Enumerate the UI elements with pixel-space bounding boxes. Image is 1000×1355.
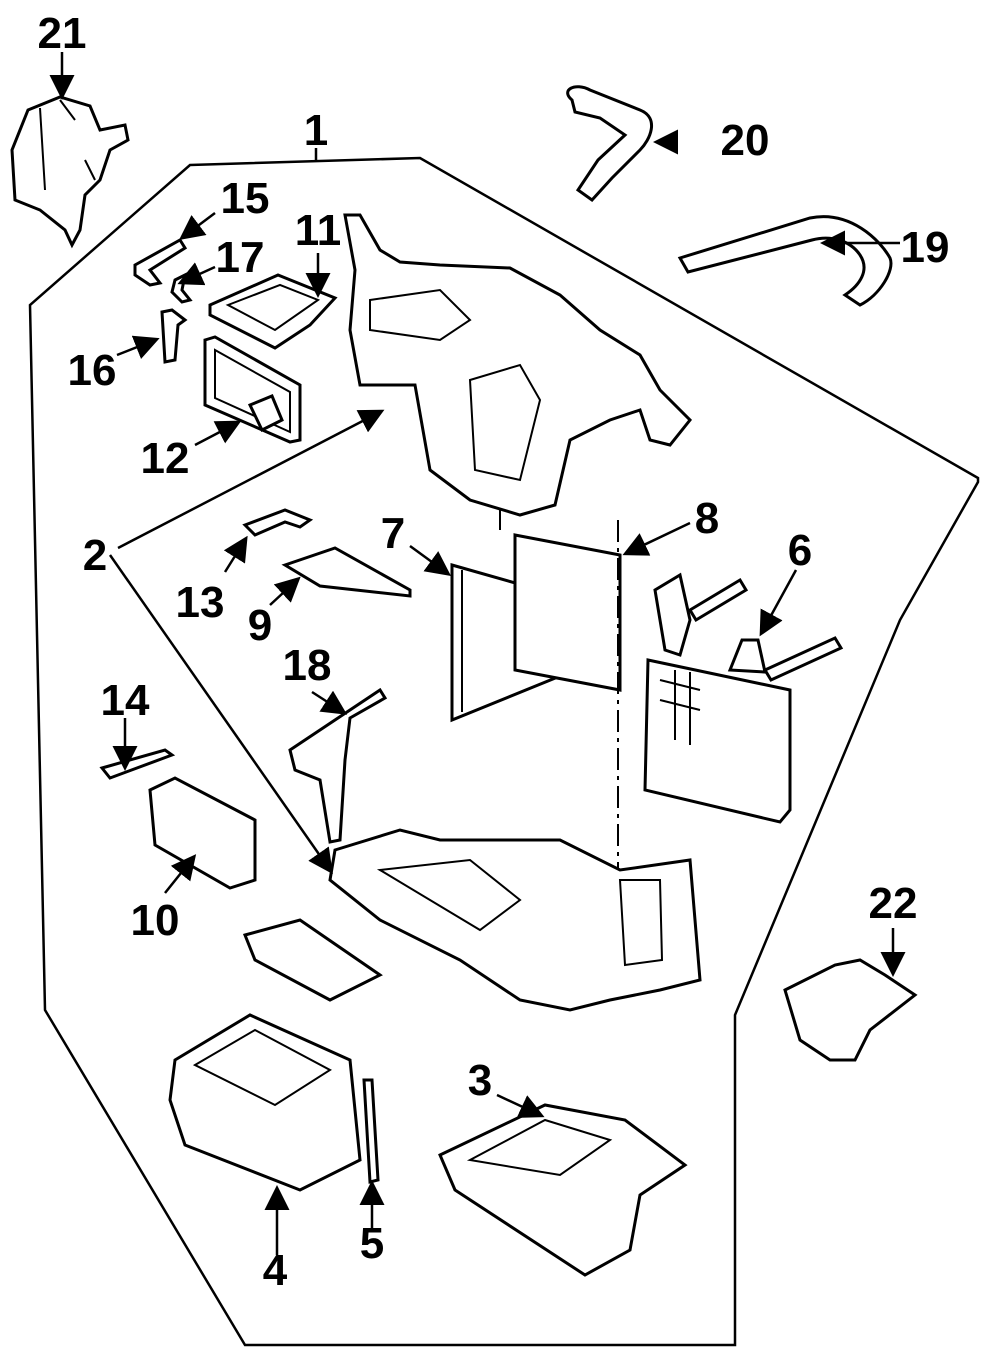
callout-2: 2 [83,531,107,580]
dash-line [499,510,619,900]
part-13-lever [242,508,314,537]
callout-7: 7 [381,509,405,558]
part-5-seal [362,1078,380,1184]
part-6-heater-core [643,572,844,824]
callout-20: 20 [721,116,770,165]
callout-14: 14 [101,676,150,725]
callout-21: 21 [38,9,87,58]
part-4-blower-case [168,918,383,1192]
part-20-hose [566,85,653,202]
callout-8: 8 [695,494,719,543]
callout-9: 9 [248,601,272,650]
part-15-lever [133,237,188,287]
callout-22: 22 [869,879,918,928]
part-3-case [438,1103,688,1277]
callout-11: 11 [295,206,342,255]
callout-17: 17 [216,233,265,282]
callout-15: 15 [221,174,270,223]
part-22-bracket [783,958,918,1062]
part-14-link [99,748,176,780]
leaders [49,52,906,1255]
callout-13: 13 [176,578,225,627]
callout-10: 10 [131,896,180,945]
assembly-outline [28,156,980,1347]
part-19-hose [677,215,893,307]
callout-19: 19 [901,223,950,272]
part-18-bracket [288,687,388,844]
callout-16: 16 [68,346,117,395]
upper-case [343,213,693,517]
callout-1: 1 [304,106,328,155]
callout-18: 18 [283,641,332,690]
part-11-door [208,273,338,350]
part-10-filter [148,776,257,890]
part-8-seal [513,533,622,692]
callout-6: 6 [788,526,812,575]
part-9-door [281,546,412,598]
callout-4: 4 [263,1246,288,1295]
callout-12: 12 [141,434,190,483]
part-16-pin [160,308,188,364]
callout-5: 5 [360,1219,384,1268]
part-21-bracket [10,95,130,249]
callout-3: 3 [468,1056,492,1105]
lower-case [328,828,702,1012]
part-12-door [203,335,302,444]
